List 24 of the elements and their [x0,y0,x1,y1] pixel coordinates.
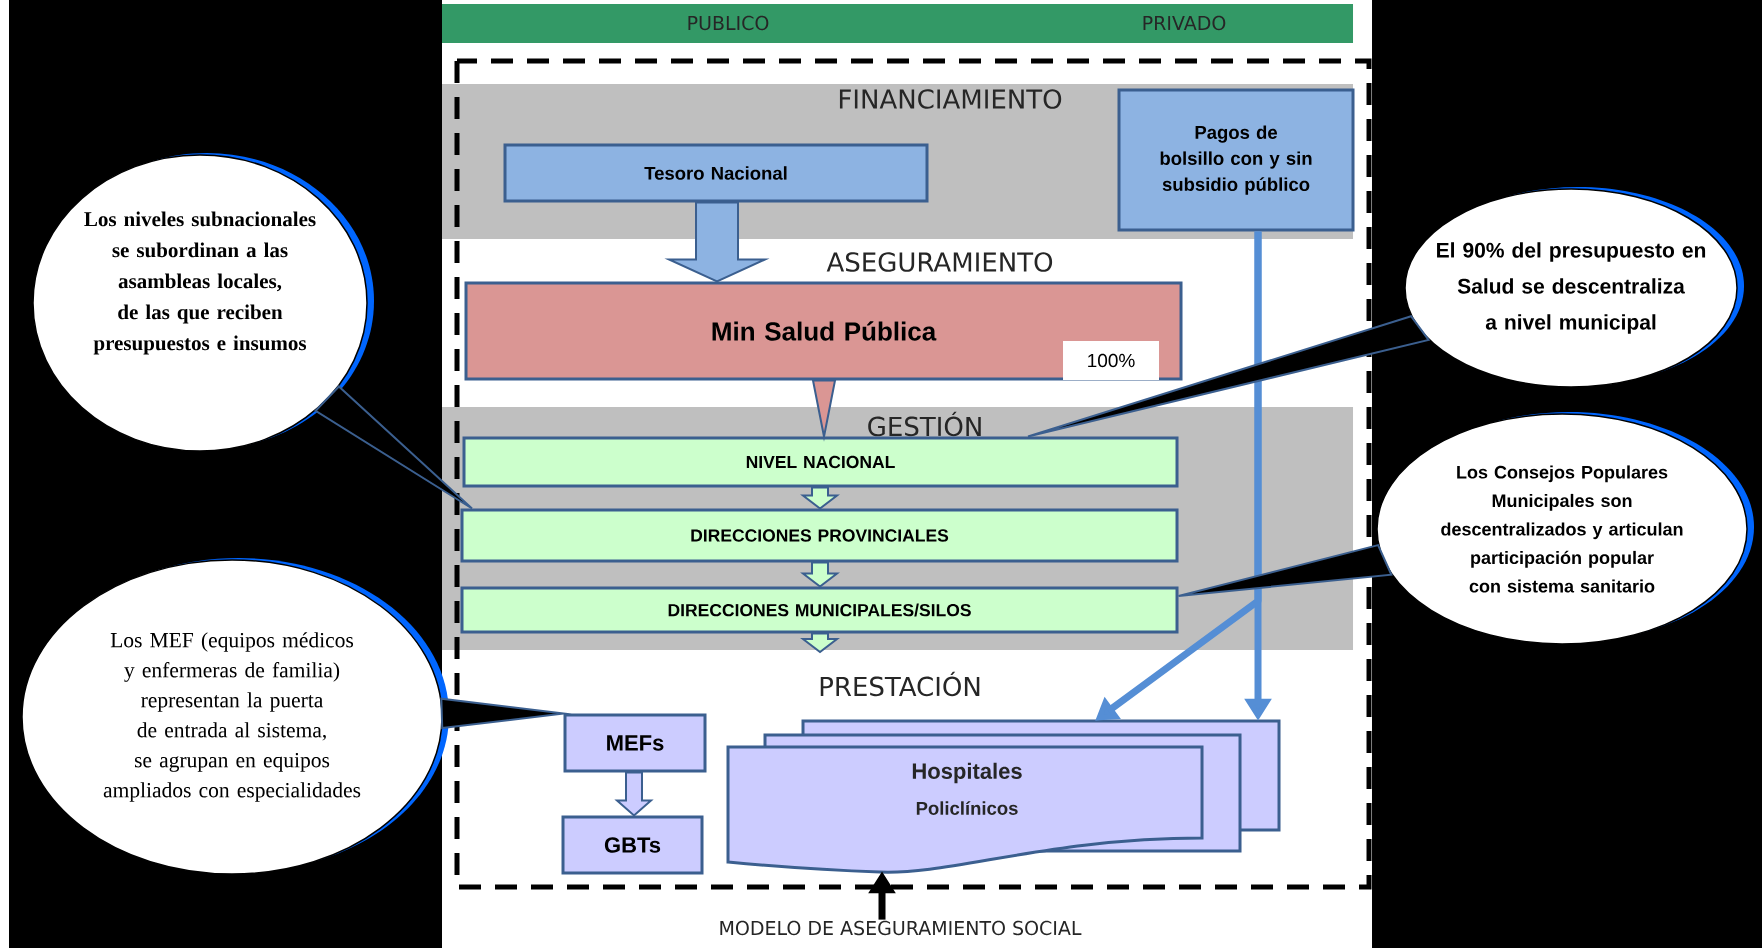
document-stack: Hospitales Policlínicos [726,719,1281,874]
process-box: DIRECCIONES MUNICIPALES/SILOS [460,586,1179,634]
process-box: GBTs [561,815,704,875]
block-arrow [664,201,770,283]
speech-bubble: El 90% del presupuesto en Salud se descentraliza a nivel municipal [1404,187,1744,388]
caption-text: MODELO DE ASEGURAMIENTO SOCIAL [720,920,1082,936]
leader-line [314,385,473,510]
block-arrow [800,632,840,654]
speech-bubble: Los MEF (equipos médicos y enfermeras de familia) representan la puerta de entrada al sistema, se agrupan en equipos ampliados con especialidades [21,558,449,875]
process-box: Tesoro Nacional [503,143,929,203]
node-label: 100% [1088,353,1135,368]
process-box: Pagos de bolsillo con y sin subsidio público [1117,88,1355,232]
section-label: PRESTACIÓN [820,671,980,697]
process-box: NIVEL NACIONAL [462,436,1179,488]
block-arrow [614,771,654,817]
speech-bubble: Los Consejos Populares Municipales son descentralizados y articulan participación popular con sistema sanitario [1376,412,1754,645]
block-arrow [800,561,840,588]
process-box: MEFs [563,713,707,773]
process-box: DIRECCIONES PROVINCIALES [460,508,1179,563]
section-label: ASEGURAMIENTO [826,252,1053,272]
speech-bubble: Los niveles subnacionales se subordinan a las asambleas locales, de las que reciben presupuestos e insumos [32,153,374,452]
block-arrow [800,486,840,510]
header-band: PUBLICO PRIVADO [442,4,1353,43]
percentage-tag: 100% [1063,341,1159,380]
